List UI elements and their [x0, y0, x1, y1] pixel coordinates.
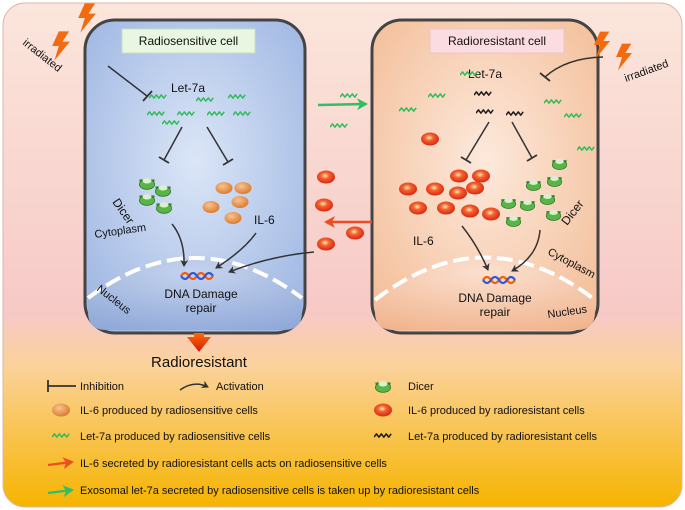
- right-nucleus-label: Nucleus: [547, 303, 589, 320]
- right-cell-title: Radioresistant cell: [448, 34, 546, 48]
- exosome-il6-activates-repair: [228, 251, 315, 274]
- left-irradiation-inhibition: [107, 65, 148, 97]
- left-cell-title: Radiosensitive cell: [139, 34, 238, 48]
- left-let7a-inhibits-dicer: [163, 126, 183, 161]
- right-repair-label: repair: [480, 305, 511, 319]
- legend-il6-sensitive-label: IL-6 produced by radiosensitive cells: [80, 405, 258, 417]
- left-il6-activates-repair: [215, 232, 257, 269]
- right-nucleus: [375, 257, 595, 330]
- right-let7a-inhibits-dicer: [511, 121, 533, 159]
- legend-dicer-icon: [374, 380, 392, 393]
- left-let7a-inhibits-il6: [206, 126, 229, 163]
- legend-let7a-sensitive-label: Let-7a produced by radiosensitive cells: [80, 431, 271, 443]
- left-nucleus: [88, 258, 302, 330]
- legend-red-arrow-icon: [47, 457, 74, 470]
- legend-red-arrow-label: IL-6 secreted by radioresistant cells ac…: [80, 458, 387, 470]
- legend-il6-resistant-label: IL-6 produced by radioresistant cells: [408, 405, 585, 417]
- legend-activation-symbol: [179, 380, 209, 391]
- left-dna-damage-label: DNA Damage: [164, 287, 238, 301]
- legend-dicer-label: Dicer: [408, 381, 434, 393]
- right-il6-activates-repair: [461, 225, 490, 271]
- intercellular-il6: [315, 170, 364, 251]
- outcome-label: Radioresistant: [151, 354, 248, 371]
- left-il6-cluster: [202, 182, 252, 224]
- legend-green-arrow-label: Exosomal let-7a secreted by radiosensiti…: [80, 485, 480, 497]
- left-repair-label: repair: [186, 301, 217, 315]
- left-dna-helix-icon: [180, 271, 214, 281]
- right-let7a-inhibits-il6: [465, 121, 490, 161]
- left-dicer-activates-repair: [171, 223, 189, 267]
- legend-il6-sensitive-icon: [52, 403, 70, 417]
- right-let7a-label: Let-7a: [468, 67, 502, 81]
- legend-let7a-resistant-label: Let-7a produced by radioresistant cells: [408, 431, 597, 443]
- right-il6-label: IL-6: [413, 234, 434, 248]
- legend-activation-label: Activation: [216, 381, 264, 393]
- radioresistant-outcome-arrow: [187, 333, 211, 352]
- right-title-box: [429, 28, 565, 54]
- left-title-box: [121, 28, 256, 54]
- legend: Inhibition Activation Dicer IL-6 produce…: [47, 380, 597, 498]
- left-let7a-label: Let-7a: [171, 81, 205, 95]
- legend-inhibition-label: Inhibition: [80, 381, 124, 393]
- right-il6-cluster: [399, 132, 500, 221]
- left-il6-label: IL-6: [254, 213, 275, 227]
- left-nuclear-membrane: [86, 256, 304, 300]
- right-dicer-activates-repair: [511, 229, 541, 272]
- right-nuclear-membrane: [373, 255, 597, 302]
- right-irradiation-inhibition: [544, 56, 604, 78]
- legend-green-arrow-icon: [47, 485, 74, 498]
- right-dna-damage-label: DNA Damage: [458, 291, 532, 305]
- exosomal-let7a-transfer-arrow: [317, 98, 368, 111]
- legend-il6-resistant-icon: [374, 403, 392, 417]
- right-dna-helix-icon: [482, 275, 516, 285]
